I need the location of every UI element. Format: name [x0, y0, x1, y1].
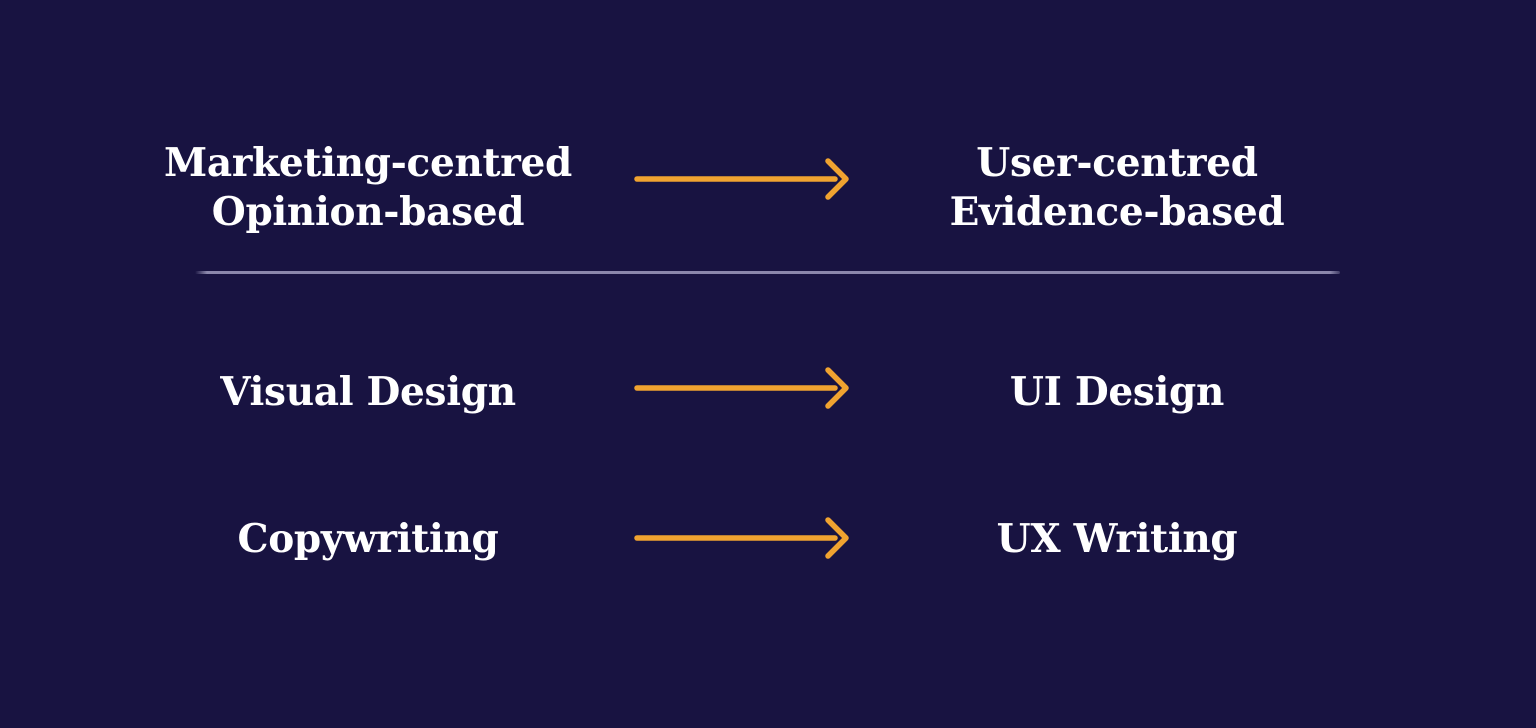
- source-label-row-3: Copywriting: [0, 515, 736, 564]
- right-arrow-icon: [634, 158, 849, 200]
- target-label-row-2: UI Design: [897, 368, 1337, 417]
- label-line: Copywriting: [237, 516, 499, 562]
- right-arrow-icon: [634, 367, 849, 409]
- label-line: UX Writing: [996, 516, 1238, 562]
- label-line: User-centred: [976, 140, 1258, 186]
- label-line: Marketing-centred: [164, 140, 572, 186]
- label-line: UI Design: [1009, 369, 1225, 415]
- section-divider: [195, 271, 1340, 274]
- label-line: Opinion-based: [211, 189, 525, 235]
- target-label-row-1: User-centred Evidence-based: [897, 139, 1337, 237]
- label-line: Evidence-based: [949, 189, 1285, 235]
- target-label-row-3: UX Writing: [897, 515, 1337, 564]
- label-line: Visual Design: [220, 369, 516, 415]
- source-label-row-2: Visual Design: [0, 368, 736, 417]
- source-label-row-1: Marketing-centred Opinion-based: [0, 139, 736, 237]
- right-arrow-icon: [634, 517, 849, 559]
